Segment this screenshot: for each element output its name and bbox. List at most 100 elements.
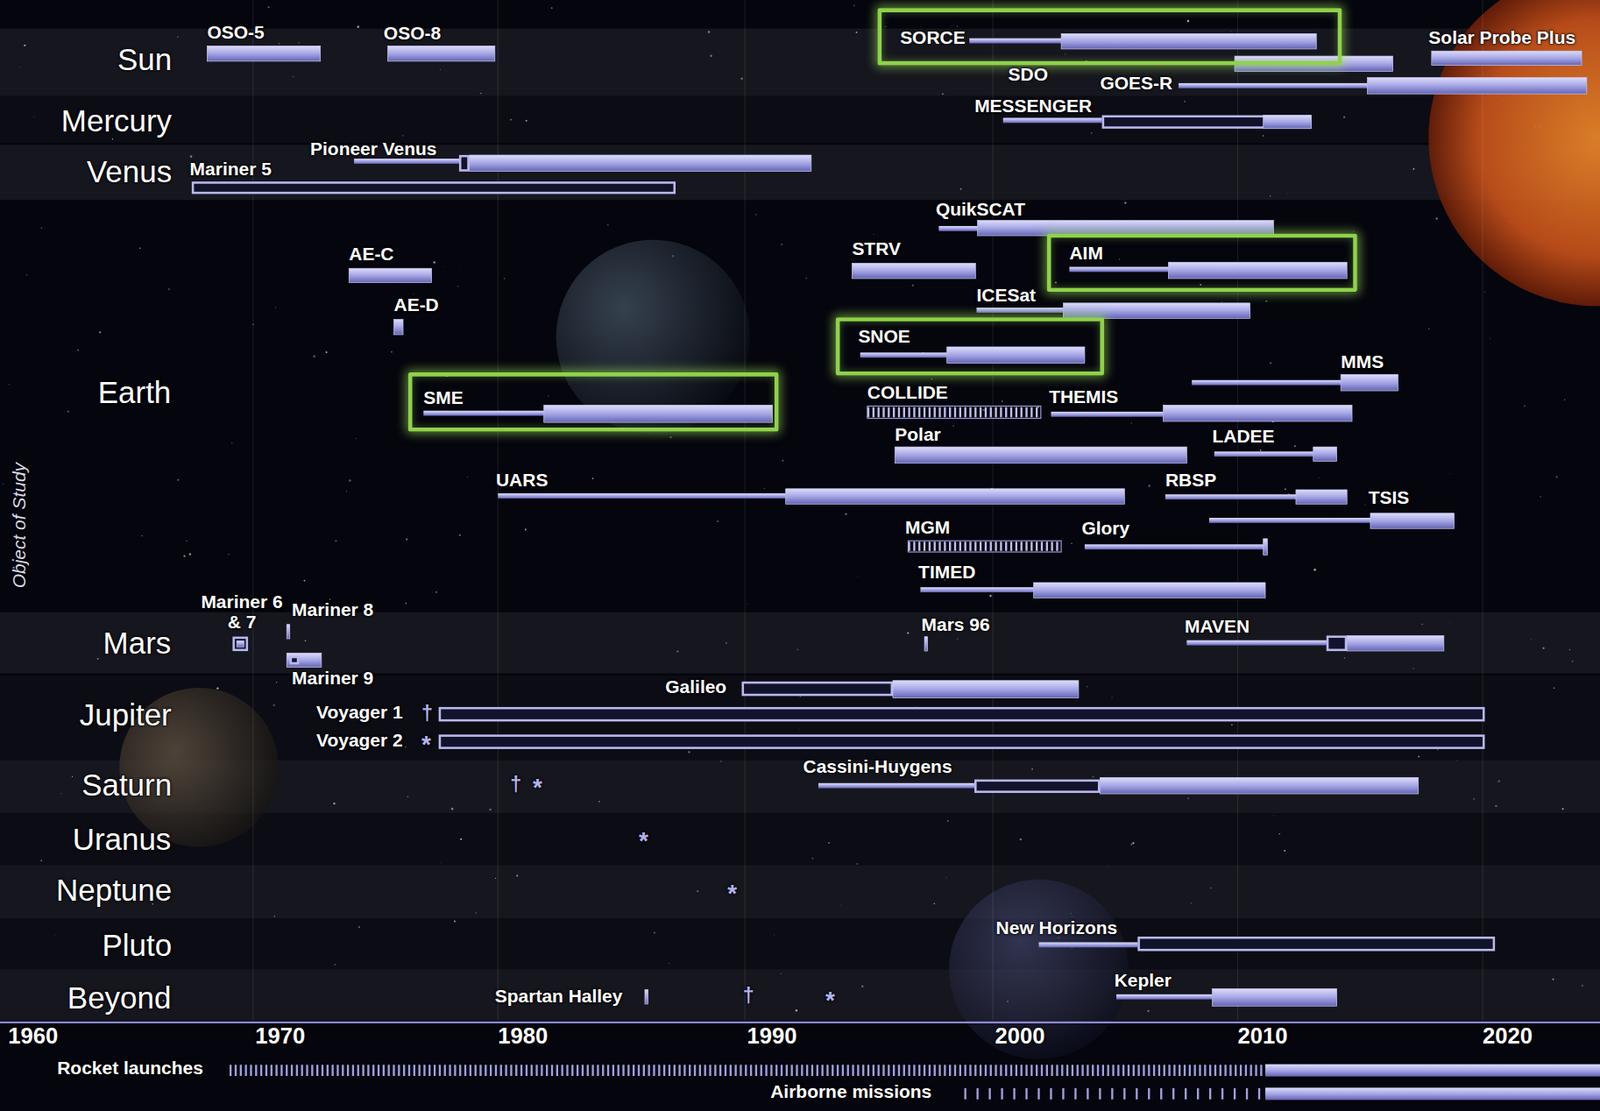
star bbox=[1539, 495, 1541, 497]
mission-hollow-bar bbox=[290, 657, 298, 664]
star bbox=[746, 602, 749, 605]
star bbox=[1435, 217, 1438, 220]
star bbox=[348, 479, 351, 482]
mission-thin-bar bbox=[1084, 544, 1266, 550]
star bbox=[607, 224, 609, 227]
timeline-label: Voyager 1 bbox=[316, 702, 404, 723]
mission-thin-bar bbox=[920, 587, 1034, 593]
mission-bar bbox=[1313, 446, 1338, 461]
mission-bar bbox=[206, 45, 320, 61]
timeline-label: Solar Probe Plus bbox=[1428, 28, 1576, 50]
timeline-label: UARS bbox=[495, 471, 548, 492]
mission-thin-bar bbox=[1116, 994, 1212, 1000]
mission-label: SNOE bbox=[857, 327, 910, 348]
star bbox=[325, 351, 328, 354]
star bbox=[1461, 276, 1464, 279]
star bbox=[185, 540, 187, 542]
timeline-label: Mariner 9 bbox=[291, 669, 374, 690]
star bbox=[755, 213, 758, 216]
star bbox=[77, 349, 79, 352]
neptune-image bbox=[948, 879, 1129, 1060]
star bbox=[551, 7, 553, 9]
mission-bar bbox=[388, 45, 496, 61]
mission-bar bbox=[1366, 77, 1586, 95]
row-bands bbox=[0, 28, 1600, 1021]
timeline-label: Galileo bbox=[665, 677, 727, 698]
timeline-label: 1990 bbox=[746, 1024, 797, 1049]
row-band bbox=[0, 144, 1600, 200]
star bbox=[781, 243, 783, 245]
mission-dashed-frame bbox=[867, 405, 1041, 418]
timeline-label: Mariner 8 bbox=[291, 601, 374, 622]
mission-bar bbox=[644, 990, 648, 1005]
star bbox=[457, 285, 459, 287]
star bbox=[805, 277, 808, 280]
star bbox=[8, 383, 10, 385]
star bbox=[227, 553, 229, 555]
timeline-label: 2020 bbox=[1482, 1024, 1533, 1049]
mission-bar bbox=[286, 652, 322, 667]
airborne-ticks bbox=[963, 1088, 1266, 1100]
star bbox=[1265, 300, 1268, 303]
timeline-label: Pioneer Venus bbox=[310, 140, 437, 161]
star bbox=[459, 534, 461, 537]
star bbox=[329, 598, 331, 600]
highlight-box: SME bbox=[408, 372, 779, 432]
star bbox=[1001, 400, 1003, 402]
row-band bbox=[0, 95, 1600, 143]
row-label: Uranus bbox=[72, 821, 172, 856]
mission-bars bbox=[192, 33, 1587, 1006]
star bbox=[1187, 20, 1190, 22]
row-band bbox=[0, 865, 1600, 920]
star bbox=[274, 306, 277, 309]
mission-thin-bar bbox=[1186, 640, 1327, 646]
star bbox=[1294, 445, 1296, 447]
star bbox=[355, 438, 357, 439]
timeline-label: AE-C bbox=[348, 244, 394, 265]
mission-thin-bar bbox=[1003, 118, 1103, 124]
star bbox=[1221, 301, 1223, 303]
timeline-label: TIMED bbox=[918, 563, 976, 584]
mission-bar bbox=[348, 268, 432, 283]
mission-hollow-bar bbox=[192, 182, 675, 193]
timeline-label: * bbox=[421, 731, 432, 759]
mission-hollow-bar bbox=[743, 682, 893, 695]
row-label: Saturn bbox=[81, 767, 172, 801]
star bbox=[404, 602, 407, 605]
star bbox=[459, 265, 461, 268]
star bbox=[432, 261, 435, 263]
timeline-label: MAVEN bbox=[1184, 617, 1250, 638]
star bbox=[1284, 488, 1287, 490]
star bbox=[1085, 418, 1088, 421]
sun-image bbox=[1428, 0, 1600, 306]
star bbox=[1260, 449, 1262, 452]
mission-bar bbox=[469, 155, 812, 172]
gridline bbox=[744, 0, 746, 1021]
star bbox=[524, 528, 527, 531]
timeline-label: 1970 bbox=[254, 1024, 305, 1049]
mission-bar bbox=[286, 624, 290, 639]
row-label: Mercury bbox=[61, 103, 172, 137]
star bbox=[1449, 473, 1452, 475]
rocket-bar bbox=[1265, 1064, 1600, 1077]
mission-dashed-frame bbox=[907, 540, 1062, 553]
timeline-label: MGM bbox=[905, 518, 950, 539]
star bbox=[716, 520, 719, 523]
row-label: Jupiter bbox=[79, 697, 172, 731]
row-label: Mars bbox=[103, 625, 172, 659]
star bbox=[183, 554, 185, 557]
mission-hollow-bar bbox=[233, 637, 248, 651]
mission-bar bbox=[1263, 115, 1312, 129]
mission-bar bbox=[924, 637, 928, 652]
star bbox=[1365, 503, 1367, 505]
gridline bbox=[497, 0, 499, 1021]
mission-bar bbox=[1061, 33, 1317, 49]
star bbox=[1118, 258, 1120, 260]
mission-bar bbox=[1263, 538, 1268, 556]
airborne-bar bbox=[1265, 1087, 1600, 1100]
star bbox=[1318, 476, 1321, 479]
star bbox=[1564, 398, 1565, 400]
mission-thin-bar bbox=[818, 783, 975, 789]
gridline bbox=[992, 0, 994, 1021]
